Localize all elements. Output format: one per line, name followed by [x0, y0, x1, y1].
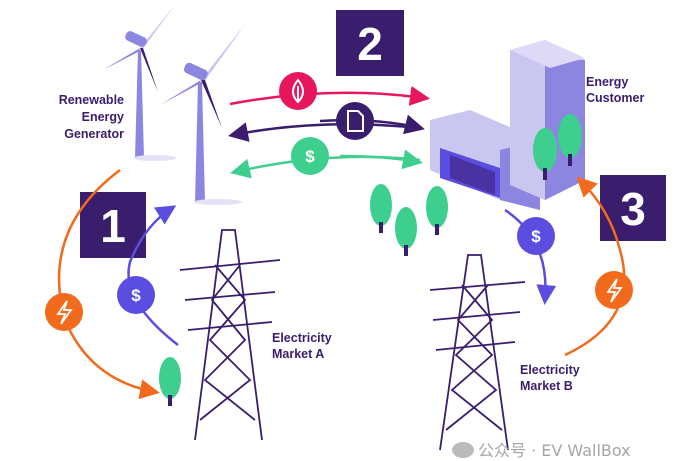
lightning-glyph — [606, 278, 623, 303]
generator-label-line3: Generator — [64, 127, 124, 141]
electricity-flow-arrow-3 — [564, 176, 626, 357]
step-1-number: 1 — [100, 200, 126, 252]
tree-icon — [533, 128, 557, 180]
pylon-market-a-icon — [179, 229, 281, 441]
pylon-market-b-icon — [429, 254, 526, 451]
step-3-number: 3 — [620, 183, 646, 235]
step-1-badge — [80, 192, 146, 258]
tree-icon — [370, 184, 392, 233]
generator-label-line1: Renewable — [59, 93, 124, 107]
lightning-icon — [45, 293, 83, 331]
dollar-glyph: $ — [531, 227, 541, 246]
tree-icon — [159, 357, 181, 406]
tree-icon — [558, 114, 582, 166]
step-2-badge — [336, 10, 404, 76]
payment-flow-arrow-right — [339, 149, 423, 170]
customer-label-line2: Customer — [586, 91, 644, 105]
tree-icon — [426, 186, 448, 235]
payment-flow-arrow-1 — [127, 205, 179, 346]
wind-turbine-icon — [103, 5, 177, 161]
dollar-icon — [517, 217, 555, 255]
document-icon — [336, 102, 374, 140]
market-b-label-line2: Market B — [520, 379, 573, 393]
dollar-glyph: $ — [131, 286, 141, 305]
contract-flow-arrow-left — [228, 122, 421, 142]
leaf-glyph — [292, 78, 304, 104]
tree-icon — [395, 207, 417, 256]
wechat-icon — [452, 442, 474, 458]
dollar-icon — [117, 276, 155, 314]
customer-label-line1: Energy — [586, 75, 628, 89]
market-b-label-line1: Electricity — [520, 363, 580, 377]
step-2-number: 2 — [357, 18, 383, 70]
generator-label-line2: Energy — [82, 110, 124, 124]
contract-flow-arrow-right — [319, 114, 425, 135]
step-3-badge — [600, 175, 666, 241]
wind-turbine-icon — [160, 23, 246, 205]
lightning-icon — [595, 271, 633, 309]
dollar-icon — [291, 137, 329, 175]
market-a-label-line1: Electricity — [272, 331, 332, 345]
dollar-glyph: $ — [305, 147, 315, 166]
watermark: 公众号 · EV WallBox — [452, 437, 631, 461]
market-a-label-line2: Market A — [272, 347, 324, 361]
green-certificate-flow-arrow — [229, 86, 430, 106]
document-glyph — [347, 110, 364, 132]
lightning-glyph — [56, 300, 73, 325]
watermark-text: 公众号 · EV WallBox — [478, 441, 631, 460]
